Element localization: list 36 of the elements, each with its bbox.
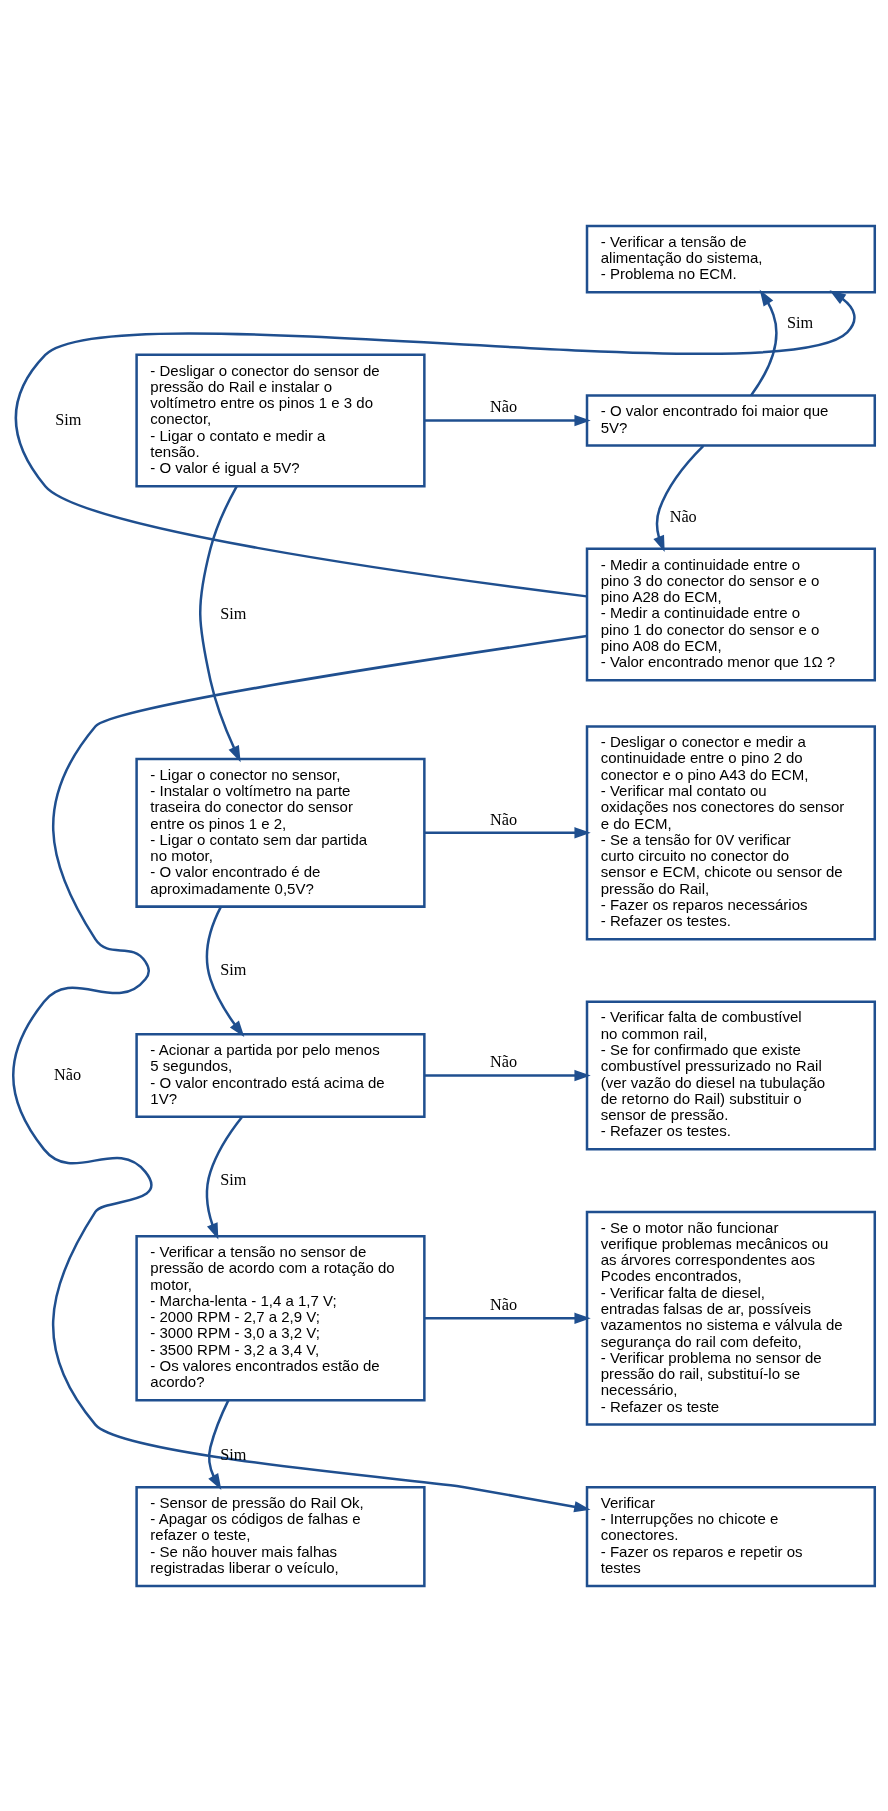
edge-label: Não <box>490 810 518 829</box>
arrow <box>205 1115 243 1240</box>
node-box: - O valor encontrado foi maior que 5V? <box>585 393 876 447</box>
node-box: - Verificar a tensão no sensor de pressão de acordo com a rotação do motor, - Marcha-lenta - 1,4 a 1,7 V; - 2000 RPM - 2,7 a 2,9 V; - 3000 RPM - 3,0 a 3,2 V; - 3500 RPM - 3,2 a 3,4 V, - Os valores encontrados estão de acordo? <box>135 1234 426 1401</box>
node-box: - Medir a continuidade entre o pino 3 do conector do sensor e o pino A28 do ECM, - Medir a continuidade entre o pino 1 do conector do sensor e o pino A08 do ECM, - Valor encontrado menor que 1Ω ? <box>585 547 876 681</box>
node-box: - Sensor de pressão do Rail Ok, - Apagar os códigos de falhas e refazer o teste, - Se não houver mais falhas registradas liberar o veículo, <box>135 1485 426 1587</box>
node-box: - Desligar o conector e medir a continuidade entre o pino 2 do conector e o pino A43 do ECM, - Verificar mal contato ou oxidações nos conectores do sensor e do ECM, - Se a tensão for 0V verificar curto circuito no conector do sensor e ECM, chicote ou sensor de pressão do Rail, - Fazer os reparos necessários - Refazer os testes. <box>585 724 876 940</box>
node-box: - Ligar o conector no sensor, - Instalar o voltímetro na parte traseira do conector do sensor entre os pinos 1 e 2, - Ligar o contato sem dar partida no motor, - O valor encontrado é de aproximadamente 0,5V? <box>135 757 426 908</box>
arrow <box>653 444 705 552</box>
arrow <box>424 1312 591 1324</box>
edge-label: Sim <box>220 1445 247 1464</box>
edge-label: Sim <box>55 410 82 429</box>
edge-label: Sim <box>787 313 814 332</box>
arrow <box>199 485 241 762</box>
edge-label: Não <box>490 397 518 416</box>
arrow <box>207 1399 230 1490</box>
arrow <box>424 826 591 838</box>
edge-label: Sim <box>220 604 247 623</box>
node-box: - Se o motor não funcionar verifique problemas mecânicos ou as árvores correspondentes aos Pcodes encontrados, - Verificar falta de diesel, entradas falsas de ar, possíveis vazamentos no sistema e válvula de segurança do rail com defeito, - Verificar problema no sensor de pressão do rail, substituí-lo se necessário, - Refazer os teste <box>585 1210 876 1426</box>
arrow <box>424 414 591 426</box>
arrow <box>12 634 591 1512</box>
edge-label: Sim <box>220 1170 247 1189</box>
edge-label: Não <box>490 1052 518 1071</box>
node-box: Verificar - Interrupções no chicote e conectores. - Fazer os reparos e repetir os testes <box>585 1485 876 1587</box>
arrow <box>424 1069 591 1081</box>
arrow <box>750 289 778 396</box>
edge-label: Sim <box>220 960 247 979</box>
arrow <box>205 905 245 1037</box>
arrow <box>15 289 855 598</box>
node-box: - Verificar falta de combustível no common rail, - Se for confirmado que existe combustível pressurizado no Rail (ver vazão do diesel na tubulação de retorno do Rail) substituir o sensor de pressão. - Refazer os testes. <box>585 999 876 1151</box>
node-box: - Acionar a partida por pelo menos 5 segundos, - O valor encontrado está acima de 1V? <box>135 1032 426 1118</box>
node-box: - Desligar o conector do sensor de pressão do Rail e instalar o voltímetro entre os pinos 1 e 3 do conector, - Ligar o contato e medir a tensão. - O valor é igual a 5V? <box>135 353 426 487</box>
edge-label: Não <box>490 1295 518 1314</box>
node-box: - Verificar a tensão de alimentação do sistema, - Problema no ECM. <box>585 224 876 294</box>
edge-label: Não <box>669 507 697 526</box>
edge-label: Não <box>54 1065 82 1084</box>
